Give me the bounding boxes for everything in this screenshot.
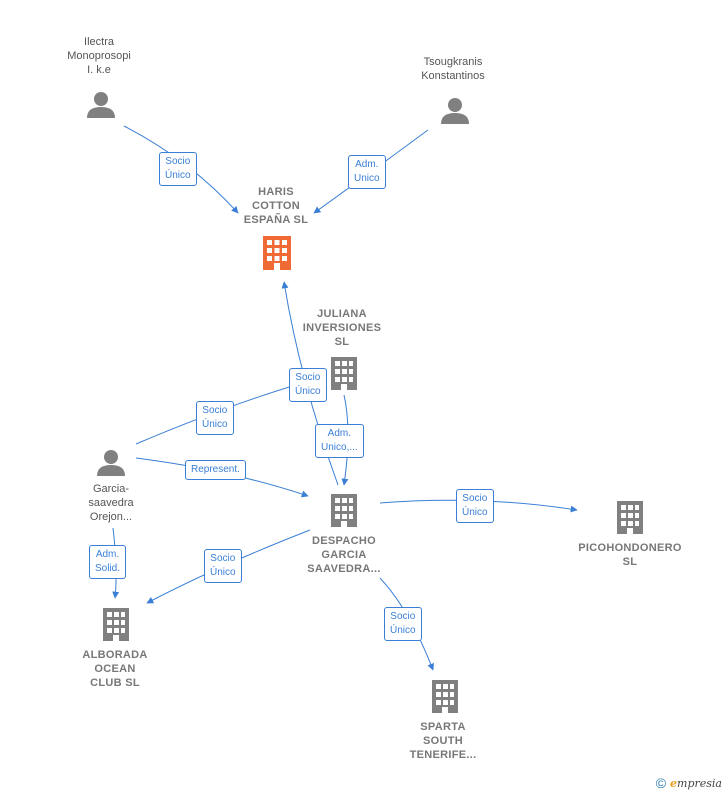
- node-label-ilectra[interactable]: Ilectra Monoprosopi I. k.e: [67, 36, 131, 76]
- person-icon: [441, 98, 469, 124]
- building-icon-highlight: [263, 236, 291, 270]
- edge-label-represent: Represent.: [185, 460, 246, 480]
- node-label-despacho[interactable]: DESPACHO GARCIA SAAVEDRA...: [307, 535, 381, 575]
- empresia-watermark[interactable]: © empresia: [656, 775, 722, 791]
- node-label-sparta[interactable]: SPARTA SOUTH TENERIFE...: [409, 721, 477, 761]
- node-label-picohondonero[interactable]: PICOHONDONERO SL: [578, 542, 682, 568]
- building-icon: [331, 494, 357, 527]
- node-label-juliana[interactable]: JULIANA INVERSIONES SL: [302, 308, 382, 348]
- edge-label-adm-unico: Adm.Unico: [348, 155, 386, 189]
- building-icon: [617, 501, 643, 534]
- node-label-garcia[interactable]: Garcia- saavedra Orejon...: [88, 483, 134, 523]
- edge-label-adm-solid: Adm.Solid.: [89, 545, 127, 579]
- person-icon: [87, 92, 115, 118]
- node-label-haris[interactable]: HARIS COTTON ESPAÑA SL: [243, 186, 309, 226]
- node-label-tsougkranis[interactable]: Tsougkranis Konstantinos: [421, 56, 485, 82]
- person-icon: [97, 450, 125, 476]
- node-label-alborada[interactable]: ALBORADA OCEAN CLUB SL: [82, 649, 148, 689]
- building-icon: [331, 357, 357, 390]
- building-icon: [432, 680, 458, 713]
- building-icon: [103, 608, 129, 641]
- copyright-icon: ©: [655, 775, 667, 791]
- brand-logo: empresia: [670, 776, 722, 790]
- edge-label-adm-unico: Adm.Unico,...: [315, 424, 364, 458]
